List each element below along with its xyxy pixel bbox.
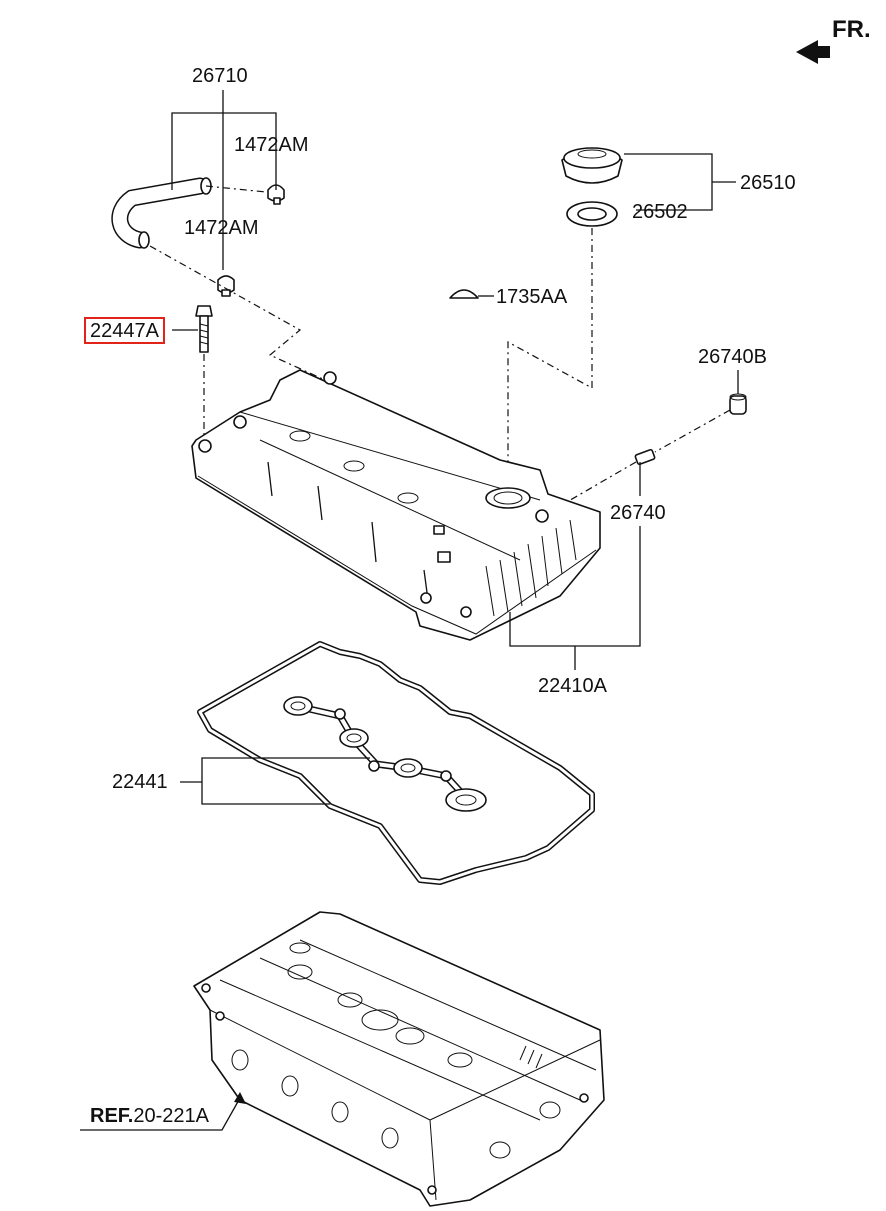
reference-label: REF.20-221A [90,1106,209,1126]
front-arrow-icon [796,40,830,64]
part-label-22441: 22441 [112,771,168,793]
part-label-22447A-highlighted: 22447A [84,317,165,344]
reference-code: 20-221A [133,1105,209,1127]
part-label-1472AM-upper: 1472AM [234,134,309,156]
part-label-1735AA: 1735AA [496,286,568,308]
part-label-1472AM-lower: 1472AM [184,217,259,239]
front-direction-label: FR. [832,16,871,43]
part-label-26740: 26740 [610,502,666,524]
cylinder-head-cover [191,369,601,641]
oil-filler-cap [561,147,623,184]
reference-prefix: REF. [90,1105,134,1127]
part-label-26510: 26510 [740,172,796,194]
hose-clamp-upper [267,184,285,205]
pcv-valve-26740 [634,448,656,466]
part-label-26502: 26502 [632,201,688,223]
cylinder-head [193,911,605,1207]
bolt-22447A [195,305,213,353]
plug-1735AA [449,289,494,299]
part-label-26740B: 26740B [698,346,767,368]
pcv-grommet-26740B [729,393,747,415]
part-label-22410A: 22410A [538,675,607,697]
hose-clamp-lower [217,275,235,297]
cover-gasket [197,641,595,885]
filler-cap-gasket [566,201,618,227]
part-label-26710: 26710 [192,65,248,87]
